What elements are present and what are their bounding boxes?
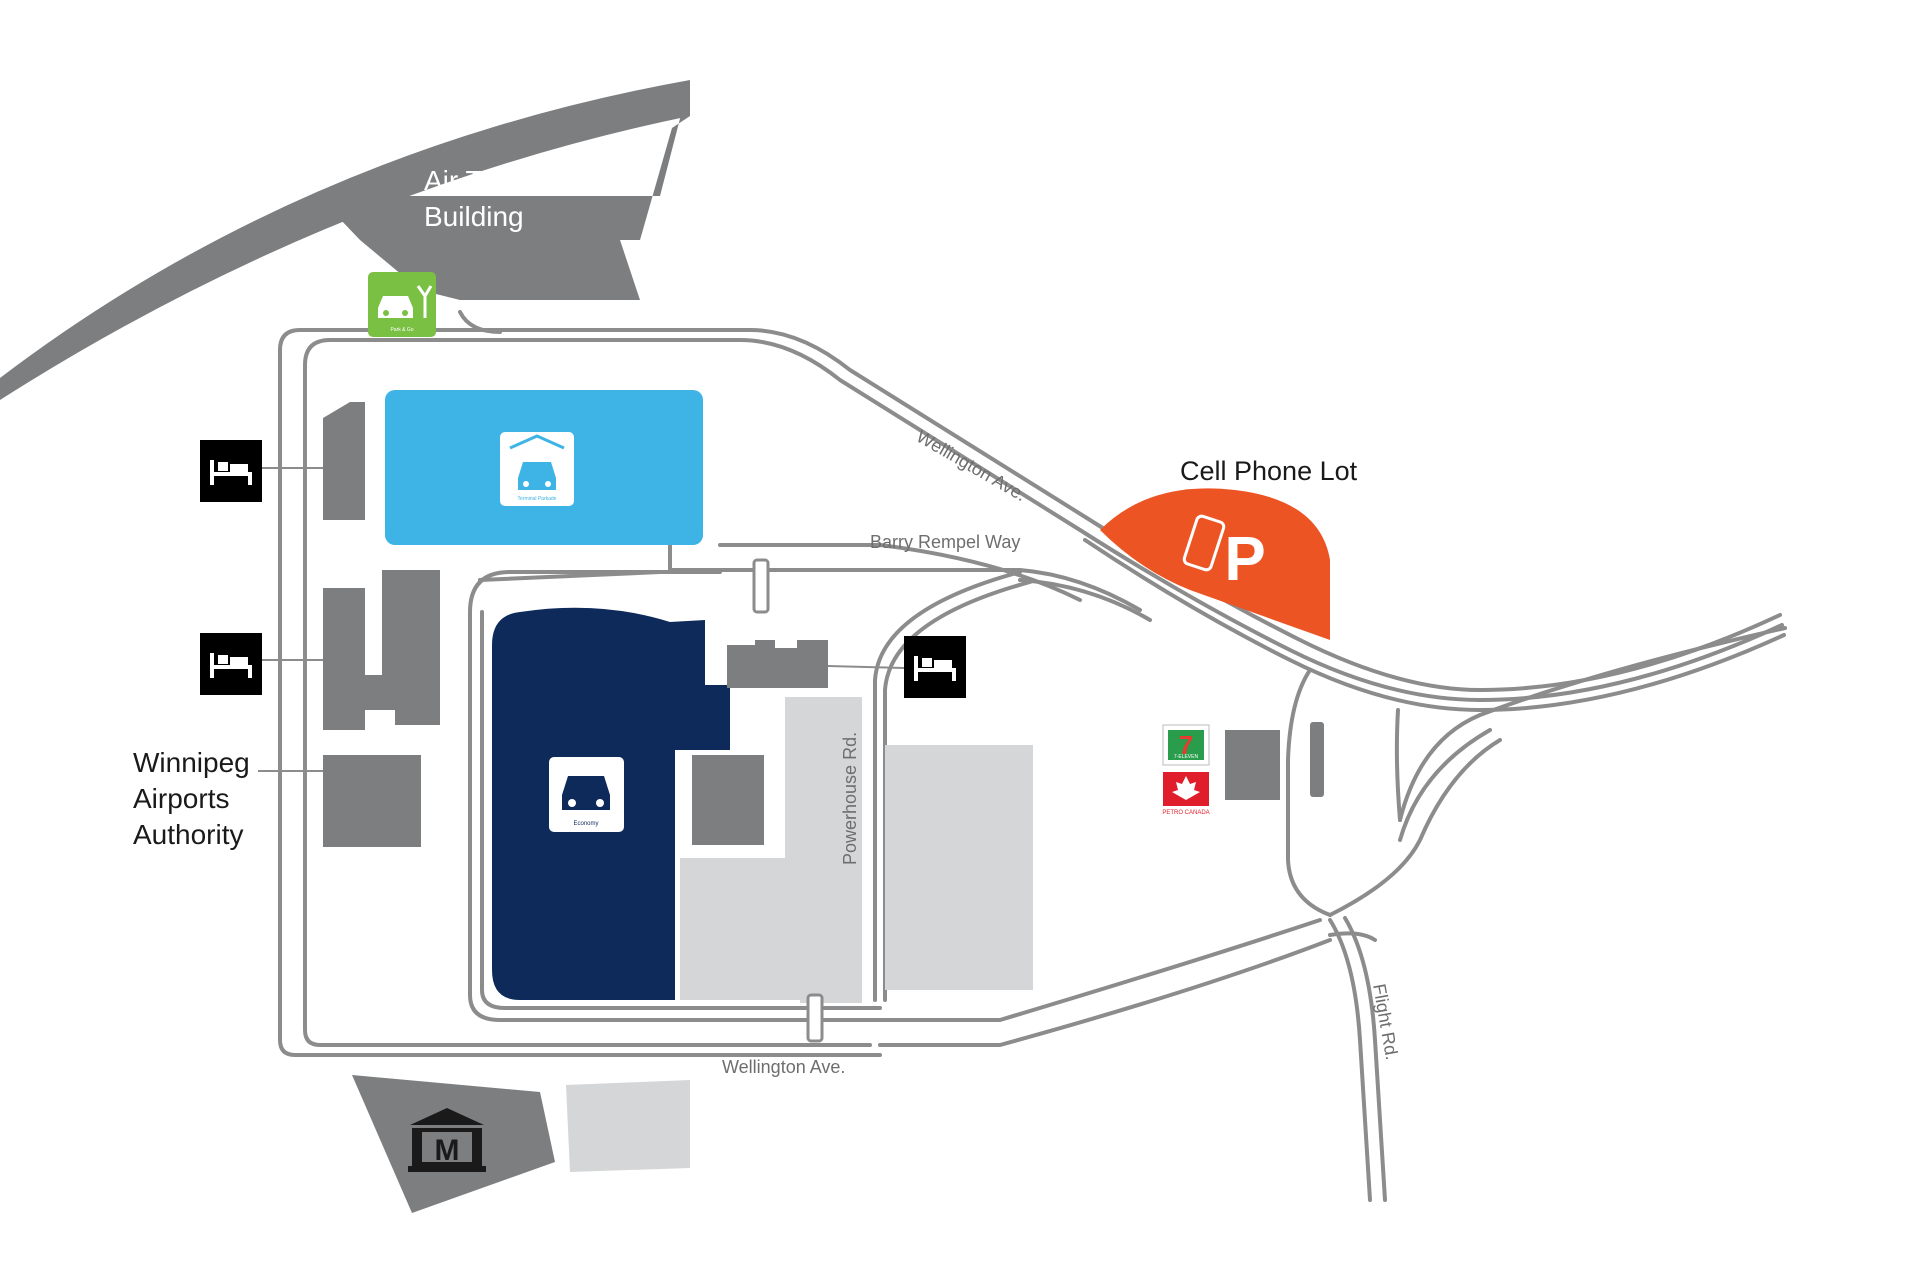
economy-icon: Economy — [549, 757, 624, 832]
park-and-go-caption: Park & Go — [390, 327, 413, 333]
outer-curve-road — [0, 80, 690, 400]
road-network — [278, 310, 1787, 1202]
seven-eleven-logo[interactable]: 7 7-ELEVEN — [1162, 724, 1210, 766]
air-terminal-building — [318, 80, 690, 300]
barry-rempel-way-label: Barry Rempel Way — [870, 532, 1020, 552]
petro-canada-caption: PETRO CANADA — [1162, 810, 1209, 816]
phone-parking-icon: P — [1182, 514, 1266, 594]
wellington-ave-upper-label: Wellington Ave. — [913, 426, 1030, 505]
terminal-parkade-icon: Terminal Parkade — [500, 432, 574, 506]
seven-eleven-caption: 7-ELEVEN — [1174, 754, 1199, 760]
economy-caption: Economy — [573, 821, 598, 827]
svg-text:P: P — [1224, 525, 1265, 594]
authority-label-line3: Authority — [133, 819, 244, 850]
light-lots — [566, 697, 1033, 1172]
hotel-bed-icon[interactable] — [904, 636, 966, 698]
petro-canada-logo[interactable]: PETRO CANADA — [1162, 772, 1210, 816]
cell-phone-lot[interactable] — [1100, 488, 1330, 640]
authority-label-line1: Winnipeg — [133, 747, 250, 778]
svg-text:7: 7 — [1179, 730, 1193, 760]
barrier-marker — [752, 558, 770, 614]
park-and-go-icon[interactable]: Park & Go — [368, 272, 436, 337]
hotel-bed-icon[interactable] — [200, 633, 262, 695]
terminal-parkade-caption: Terminal Parkade — [518, 496, 557, 502]
svg-text:M: M — [435, 1134, 460, 1167]
cell-phone-lot-label: Cell Phone Lot — [1180, 456, 1358, 486]
hotel-connector — [827, 665, 905, 669]
air-terminal-label-line2: Building — [424, 201, 524, 232]
powerhouse-rd-label: Powerhouse Rd. — [840, 732, 860, 865]
museum-icon[interactable]: M — [408, 1108, 486, 1172]
wellington-ave-lower-label: Wellington Ave. — [722, 1057, 845, 1077]
hotel-bed-icon[interactable] — [200, 440, 262, 502]
authority-label-line2: Airports — [133, 783, 229, 814]
barrier-marker — [806, 993, 824, 1043]
air-terminal-label-line1: Air Terminal — [424, 165, 571, 196]
